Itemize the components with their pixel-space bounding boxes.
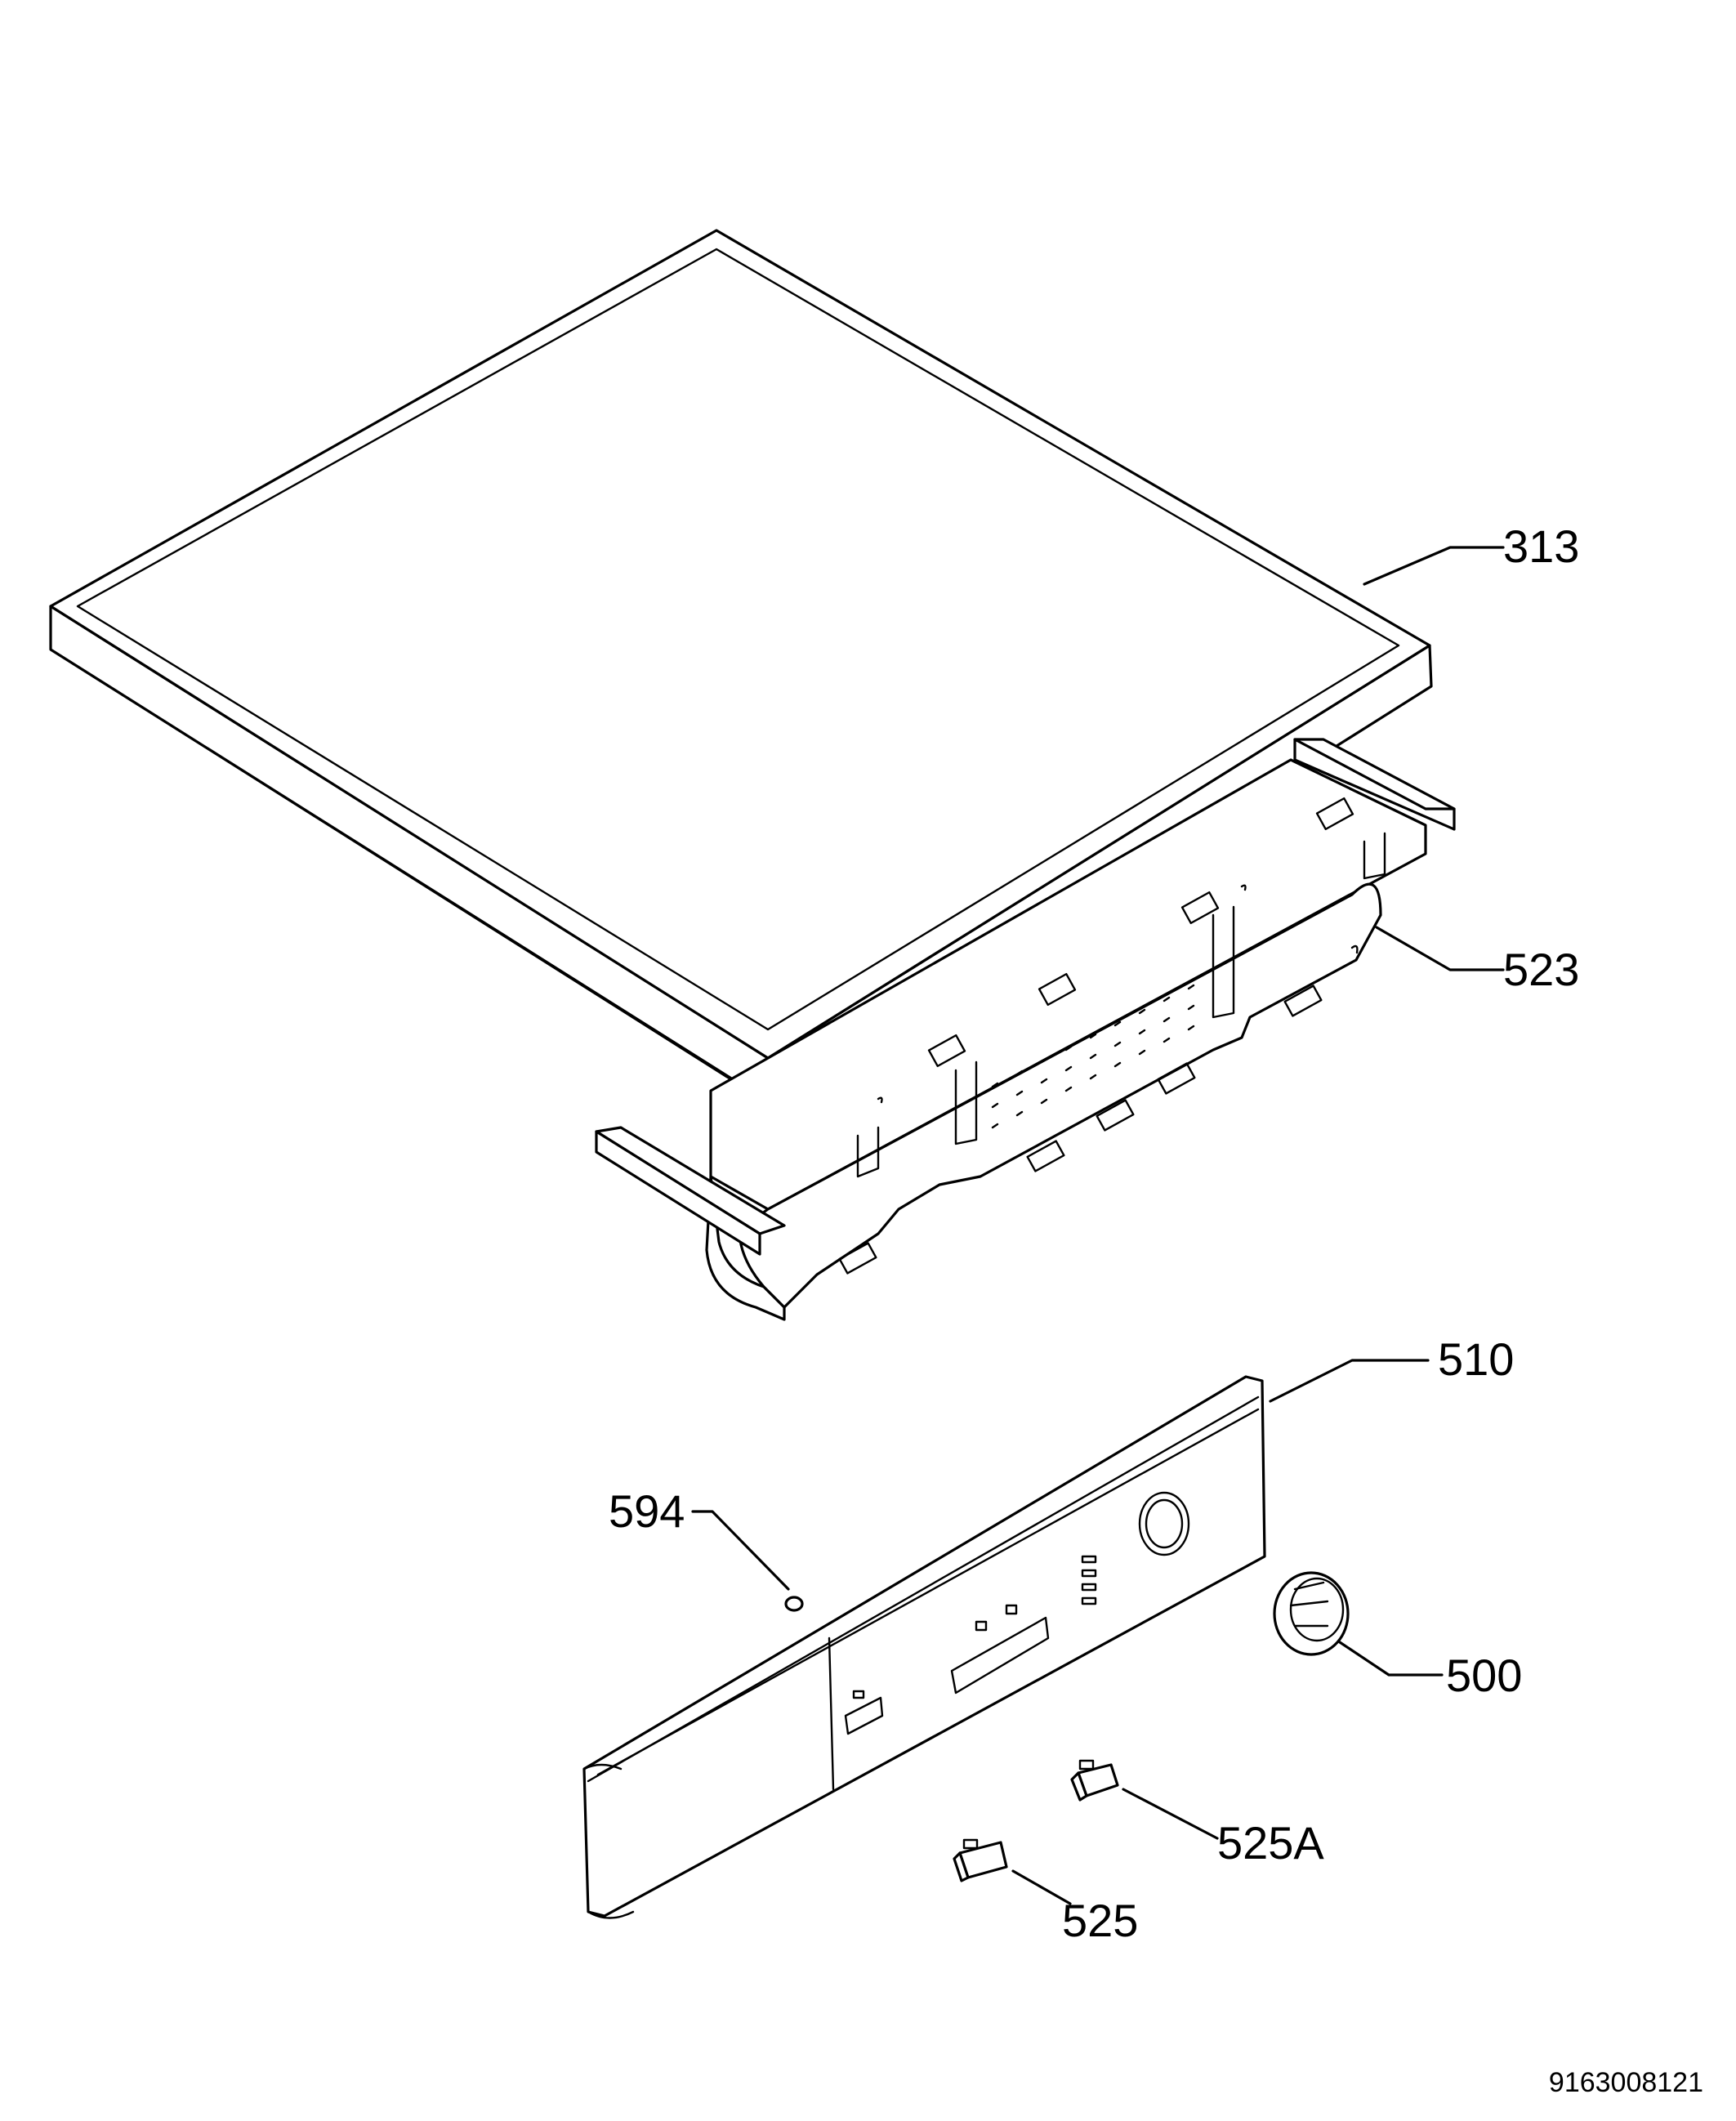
control-panel-drawing [582, 1375, 1266, 1919]
label-313: 313 [1503, 520, 1579, 572]
support-bracket-drawing [595, 738, 1456, 1321]
document-number: 9163008121 [1549, 2067, 1703, 2098]
leader-lines [691, 546, 1505, 1905]
label-525A: 525A [1217, 1817, 1324, 1869]
label-525: 525 [1062, 1895, 1138, 1946]
bracket-hole-grid [991, 984, 1195, 1129]
label-500: 500 [1446, 1650, 1522, 1701]
label-523: 523 [1503, 944, 1579, 995]
label-510: 510 [1438, 1333, 1514, 1385]
push-button-a-drawing [1070, 1759, 1119, 1802]
indicator-lens-drawing [784, 1596, 804, 1612]
push-button-drawing [953, 1838, 1008, 1882]
knob-drawing [1273, 1571, 1350, 1656]
label-594: 594 [609, 1485, 685, 1537]
